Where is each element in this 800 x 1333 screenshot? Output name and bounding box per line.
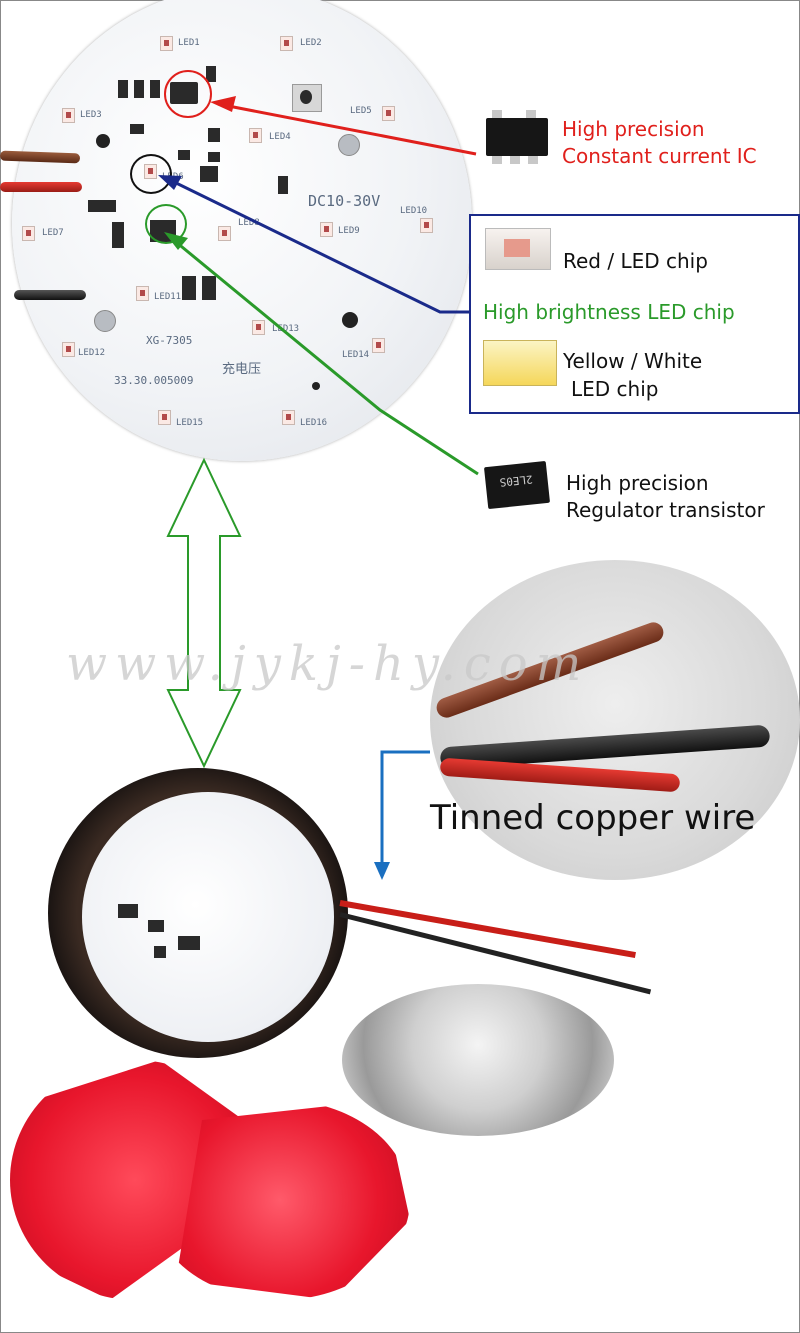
- chip-pin: [492, 110, 502, 118]
- mounting-hole: [342, 312, 358, 328]
- arrow-blue-icon: [169, 178, 470, 314]
- led: [62, 108, 75, 123]
- led: [372, 338, 385, 353]
- ic-highlight-circle: [164, 70, 212, 118]
- pcb-voltage: DC10-30V: [308, 192, 381, 210]
- red-chip-label: Red / LED chip: [563, 249, 708, 273]
- wire-red: [439, 757, 681, 793]
- pcb-led-label: LED16: [300, 418, 328, 428]
- yellow-led-chip-image: [483, 340, 557, 386]
- led: [218, 226, 231, 241]
- pcb-led-label: LED3: [80, 110, 102, 120]
- pcb-board: LED1 LED2 LED3 LED4 LED5 LED6 LED7 LED8 …: [12, 0, 472, 461]
- chip-die: [504, 239, 530, 257]
- wire-label: Tinned copper wire: [430, 798, 756, 838]
- arrow-wire-icon: [380, 750, 430, 870]
- resistor: [278, 176, 288, 194]
- pcb-led-label: LED9: [338, 226, 360, 236]
- arrow-red-head: [210, 96, 236, 112]
- pcb-led-label: LED12: [78, 348, 106, 358]
- lamp-component: [178, 936, 200, 950]
- red-led-chip-image: [485, 228, 551, 270]
- mounting-hole: [96, 134, 110, 148]
- yellow-chip-line1: Yellow / White: [563, 349, 703, 373]
- pcb-led-label: LED14: [342, 350, 370, 360]
- resistor: [206, 66, 216, 82]
- led: [160, 36, 173, 51]
- led: [158, 410, 171, 425]
- capacitor: [134, 80, 144, 98]
- bright-chip-label: High brightness LED chip: [483, 300, 735, 324]
- reflector: [342, 984, 614, 1136]
- pcb-serial: 33.30.005009: [114, 374, 194, 387]
- capacitor: [130, 124, 144, 134]
- resistor: [178, 150, 190, 160]
- arrow-up-down-icon: [166, 457, 242, 769]
- chip-pin: [510, 156, 520, 164]
- diode-d1: [88, 200, 116, 212]
- ic-u3: [200, 166, 218, 182]
- led: [22, 226, 35, 241]
- watermark: www.jykj-hy.com: [66, 636, 590, 692]
- screw: [338, 134, 360, 156]
- lamp-component: [148, 920, 164, 932]
- wire-black: [14, 290, 86, 300]
- capacitor: [118, 80, 128, 98]
- led: [252, 320, 265, 335]
- inductor-core: [300, 90, 312, 104]
- arrow-green-icon: [175, 240, 479, 476]
- transistor-chip-image: 2LE0S: [483, 460, 551, 510]
- pcb-model: XG-7305: [146, 334, 193, 347]
- led: [249, 128, 262, 143]
- pcb-led-label: LED15: [176, 418, 204, 428]
- capacitor: [150, 80, 160, 98]
- pcb-led-label: LED7: [42, 228, 64, 238]
- led: [382, 106, 395, 121]
- arrow-red-icon: [217, 102, 477, 156]
- arrow-wire-head: [374, 862, 390, 880]
- led: [420, 218, 433, 233]
- pcb-led-label: LED13: [272, 324, 300, 334]
- chip-pin: [528, 156, 538, 164]
- wire-photo: [430, 560, 800, 880]
- yellow-chip-line2: LED chip: [571, 377, 659, 401]
- led-callout-box: Red / LED chip High brightness LED chip …: [469, 214, 800, 414]
- transistor-line2: Regulator transistor: [566, 498, 765, 522]
- transistor-highlight-circle: [145, 204, 187, 244]
- pcb-led-label: LED8: [238, 218, 260, 228]
- mounting-hole: [312, 382, 320, 390]
- ic-callout-line1: High precision: [562, 117, 705, 141]
- wire-red: [0, 182, 82, 192]
- lamp-component: [154, 946, 166, 958]
- pcb-led-label: LED2: [300, 38, 322, 48]
- led: [136, 286, 149, 301]
- led: [320, 222, 333, 237]
- pcb-led-label: LED1: [178, 38, 200, 48]
- led: [62, 342, 75, 357]
- chip-pin: [492, 156, 502, 164]
- pcb-led-label: LED11: [154, 292, 182, 302]
- chip-pin: [526, 110, 536, 118]
- arrow-blue-head: [158, 175, 182, 190]
- resistor: [182, 276, 196, 300]
- pcb-cn-mark: 充电压: [222, 362, 262, 377]
- ic-callout-line2: Constant current IC: [562, 144, 757, 168]
- resistor: [208, 128, 220, 142]
- pcb-led-label: LED5: [350, 106, 372, 116]
- transistor-line1: High precision: [566, 471, 709, 495]
- resistor: [208, 152, 220, 162]
- transistor-marking: 2LE0S: [498, 472, 534, 489]
- led-highlight-circle: [130, 154, 172, 194]
- led: [280, 36, 293, 51]
- ic-chip-image: [486, 110, 548, 164]
- resistor: [202, 276, 216, 300]
- lamp-component: [118, 904, 138, 918]
- pcb-led-label: LED4: [269, 132, 291, 142]
- arrow-green-head: [164, 232, 188, 250]
- led: [282, 410, 295, 425]
- screw: [94, 310, 116, 332]
- pcb-led-label: LED10: [400, 206, 428, 216]
- diode-d2: [112, 222, 124, 248]
